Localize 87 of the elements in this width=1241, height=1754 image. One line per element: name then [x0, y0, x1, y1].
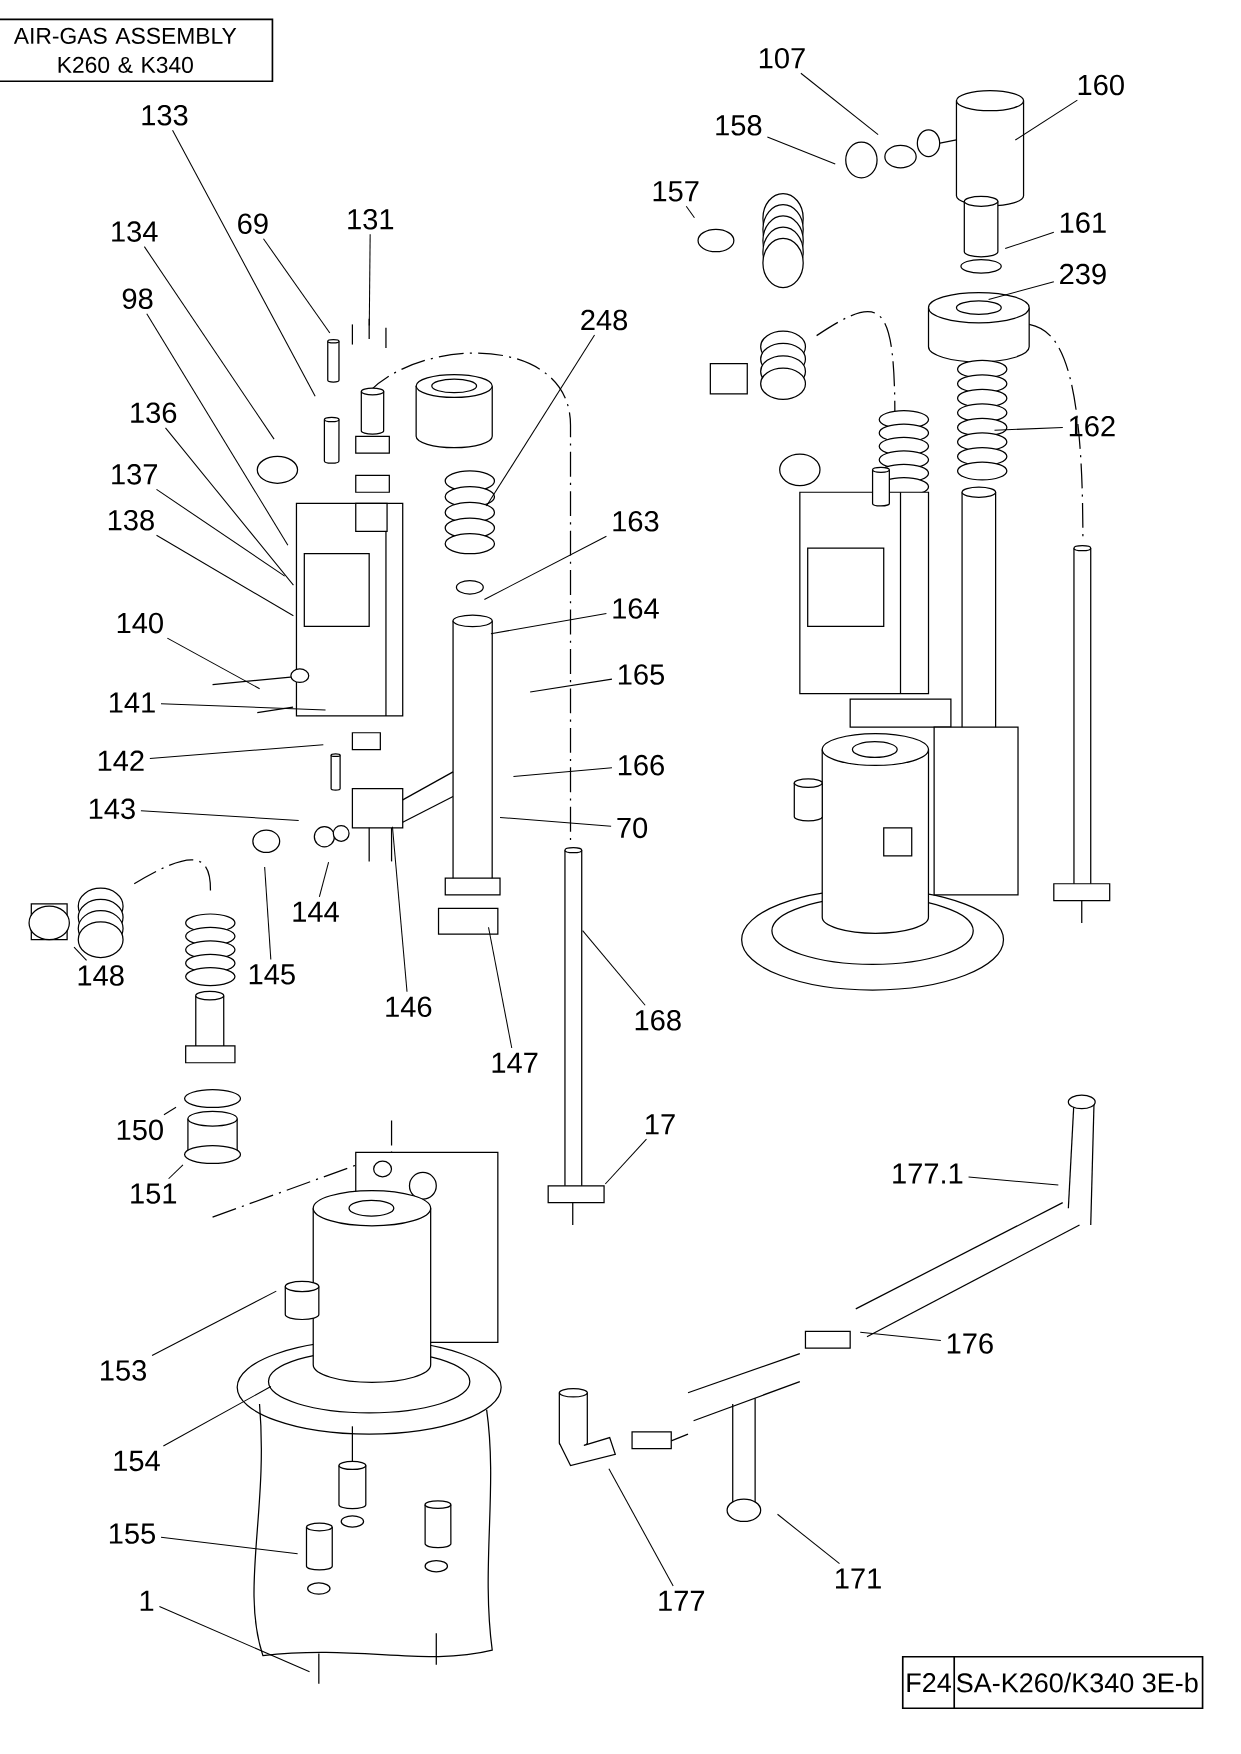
leader-line	[1014, 99, 1079, 141]
callout-number: 160	[1078, 74, 1125, 96]
leader-line	[151, 1290, 277, 1356]
callout-number: 136	[131, 402, 177, 424]
leader-line	[172, 129, 316, 397]
leader-line	[165, 427, 295, 586]
leader-line	[156, 488, 286, 577]
leader-line	[604, 1138, 648, 1185]
leader-line	[685, 205, 696, 219]
leader-line	[529, 678, 613, 693]
leader-line	[513, 767, 613, 778]
callout-number: 137	[112, 464, 158, 485]
callout-number: 154	[114, 1450, 161, 1472]
callout-number: 148	[78, 965, 124, 986]
leader-line	[163, 1106, 177, 1116]
callout-number: 176	[948, 1333, 993, 1354]
leader-line	[484, 535, 608, 600]
callout-number: 153	[101, 1360, 147, 1381]
leader-line	[488, 926, 513, 1049]
callout-number: 161	[1061, 212, 1106, 233]
callout-number: 177	[659, 1590, 705, 1611]
callout-number: 158	[716, 115, 762, 136]
leader-line	[859, 1331, 942, 1342]
leader-line	[994, 426, 1064, 431]
callout-number: 141	[110, 692, 155, 713]
callout-number: 134	[112, 221, 158, 242]
callout-number: 144	[293, 901, 340, 922]
callout-number: 239	[1060, 263, 1106, 285]
callout-number: 131	[348, 208, 394, 230]
callout-number: 98	[123, 288, 153, 309]
leader-line	[168, 1164, 184, 1180]
callout-number: 146	[386, 996, 432, 1018]
leader-line	[988, 281, 1055, 300]
callout-number: 171	[836, 1568, 882, 1589]
leader-line	[144, 246, 275, 440]
leader-line	[968, 1176, 1059, 1186]
leader-line	[368, 233, 371, 327]
callout-number: 162	[1070, 415, 1115, 437]
leader-line	[392, 826, 408, 993]
callout-number: 1	[140, 1590, 154, 1611]
title-box: AIR-GAS ASSEMBLY K260 & K340	[0, 18, 274, 83]
leader-line	[159, 1605, 311, 1673]
callout-number: 143	[90, 798, 136, 820]
leader-line	[767, 136, 836, 165]
drawing-number: SA-K260/K340 3E-b	[957, 1672, 1198, 1693]
leader-line	[156, 534, 295, 617]
leader-line	[167, 637, 261, 690]
leader-line	[263, 238, 331, 334]
callout-number: 145	[249, 964, 295, 985]
callout-number: 164	[613, 598, 659, 619]
callout-number: 155	[110, 1523, 156, 1544]
callout-number: 151	[131, 1183, 177, 1204]
leader-line	[160, 1536, 299, 1555]
callout-number: 163	[613, 511, 659, 532]
callout-number: 165	[619, 664, 665, 685]
leader-line	[140, 810, 300, 821]
leader-line	[149, 744, 325, 759]
leader-line	[163, 1385, 272, 1447]
callout-number: 70	[617, 817, 648, 839]
callout-number: 69	[238, 213, 268, 235]
leader-line	[582, 930, 646, 1006]
leader-line	[499, 816, 612, 827]
sheet-code: F24	[907, 1673, 952, 1692]
callout-number: 147	[492, 1052, 538, 1073]
callout-number: 138	[109, 509, 155, 531]
leader-line	[146, 313, 289, 546]
leader-line	[800, 72, 879, 136]
callout-number: 140	[118, 612, 164, 634]
leader-line	[486, 334, 596, 507]
callout-number: 150	[118, 1119, 164, 1141]
leader-line	[160, 703, 327, 711]
leader-line	[264, 866, 272, 960]
leader-line	[73, 946, 88, 961]
leader-line	[319, 861, 330, 898]
callout-number: 166	[619, 754, 665, 776]
callout-number: 168	[635, 1009, 681, 1031]
callout-number: 133	[142, 104, 188, 126]
leader-line	[777, 1513, 841, 1565]
callout-number: 177.1	[893, 1163, 963, 1184]
leader-line	[490, 613, 608, 635]
leader-line	[1004, 231, 1055, 250]
callout-number: 157	[653, 181, 699, 202]
callout-number: 142	[98, 750, 144, 771]
callout-number: 107	[760, 47, 805, 69]
callout-number: 248	[581, 309, 628, 331]
callout-number: 17	[646, 1114, 675, 1135]
leader-line	[608, 1468, 674, 1587]
